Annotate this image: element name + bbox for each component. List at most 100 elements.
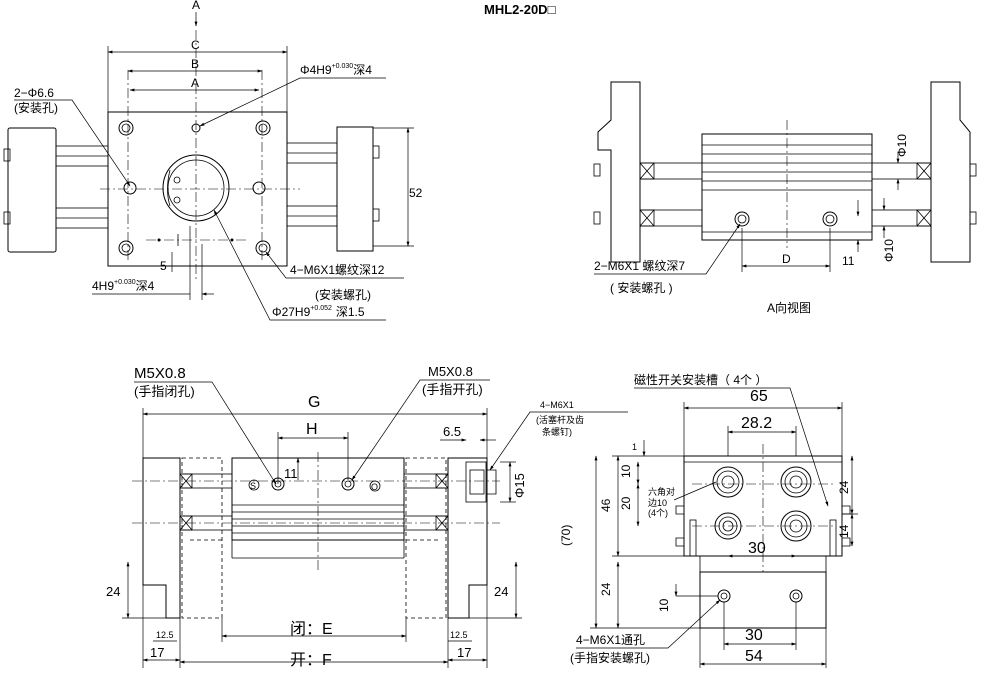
sensor-slot-leader bbox=[634, 387, 829, 507]
dim-a-label: A bbox=[191, 76, 199, 90]
bore-small-hole bbox=[173, 176, 181, 184]
dim-12-5-right: 12.5 bbox=[450, 630, 468, 640]
bore-small-hole bbox=[173, 196, 181, 204]
finger-holes-note: (手指安装螺孔) bbox=[570, 650, 650, 665]
corner-threaded-holes bbox=[118, 120, 271, 256]
left-jaw bbox=[7, 127, 57, 253]
dim-h-label: H bbox=[306, 421, 318, 438]
port-open bbox=[341, 477, 355, 491]
dim-11-label: 11 bbox=[284, 466, 298, 481]
jaw-screw bbox=[969, 163, 977, 177]
sensor-slot-label: 磁性开关安装槽（ 4个 ） bbox=[634, 372, 767, 387]
dim-5-label: 5 bbox=[160, 259, 167, 273]
mount-holes-leader bbox=[14, 99, 131, 187]
dim-28-2-label: 28.2 bbox=[741, 415, 772, 432]
open-label: 开：F bbox=[290, 652, 332, 669]
side-view-a: Φ10 Φ10 D 11 2−M6X1 螺纹深7 ( 安装螺孔 ) A向视图 bbox=[593, 81, 977, 315]
mount-hole bbox=[822, 211, 838, 227]
mark-o-circle bbox=[369, 480, 381, 492]
jaw-screw bbox=[593, 163, 601, 177]
piston-screw-label: 4−M6X1 bbox=[540, 400, 574, 410]
center-bore-inner bbox=[167, 159, 225, 217]
end-ports bbox=[712, 466, 812, 542]
dim-g-label: G bbox=[308, 394, 320, 411]
jaw-hidden-right bbox=[405, 457, 447, 619]
dim-d-label: D bbox=[782, 252, 791, 266]
dim-c-label: C bbox=[191, 38, 200, 52]
jaw-hidden-left bbox=[181, 457, 223, 619]
port-left-note: (手指闭孔) bbox=[134, 384, 195, 399]
dim-11-label: 11 bbox=[842, 254, 855, 268]
hex-note3: (4个) bbox=[648, 508, 668, 518]
rod-lower-left bbox=[639, 209, 703, 227]
dim-24-right-label: 24 bbox=[837, 480, 851, 494]
rod-nuts bbox=[179, 473, 449, 531]
thread-note: 2−M6X1 螺纹深7 bbox=[594, 259, 685, 273]
dim-24-left-label: 24 bbox=[599, 582, 613, 596]
mark-s: S bbox=[250, 481, 256, 491]
dim-20-label: 20 bbox=[619, 496, 633, 510]
dim-12-5-left: 12.5 bbox=[156, 630, 174, 640]
slot-dot bbox=[230, 238, 234, 242]
rod-upper-right bbox=[871, 162, 932, 180]
sensor-slot bbox=[842, 537, 851, 547]
front-view: M5X0.8 (手指闭孔) M5X0.8 (手指开孔) G H 6.5 4−M6… bbox=[106, 364, 628, 669]
dim-14-label: 14 bbox=[837, 524, 851, 538]
mount-hole bbox=[734, 211, 750, 227]
drawing-title: MHL2-20D□ bbox=[484, 2, 556, 17]
dim-24-right: 24 bbox=[494, 584, 508, 599]
dim-54-label: 54 bbox=[745, 648, 763, 665]
slot-dot bbox=[157, 238, 161, 242]
finger-holes-label: 4−M6X1通孔 bbox=[576, 633, 645, 647]
pin-hole-spec: Φ4H9+0.030深4 bbox=[300, 63, 372, 77]
rod-nuts bbox=[639, 162, 932, 227]
jaw-screw bbox=[969, 211, 977, 225]
hex-note2: 边10 bbox=[648, 498, 667, 508]
finger-holes-leader bbox=[576, 599, 721, 649]
dim-30-upper: 30 bbox=[748, 540, 766, 557]
mount-hole-left bbox=[123, 181, 137, 195]
dim-70-label: (70) bbox=[559, 525, 573, 546]
dim-6-5-label: 6.5 bbox=[443, 424, 461, 439]
port-right-leader bbox=[351, 379, 490, 481]
dim-46-label: 46 bbox=[599, 498, 613, 512]
end-view: 磁性开关安装槽（ 4个 ） 65 28.2 bbox=[559, 372, 858, 668]
rod-upper-left bbox=[639, 162, 703, 180]
thread-holes-note: (安装螺孔) bbox=[315, 287, 371, 302]
dim-24-left: 24 bbox=[106, 584, 120, 599]
bore-leader bbox=[213, 209, 386, 321]
hex-note1: 六角对 bbox=[648, 486, 675, 497]
port-right-label: M5X0.8 bbox=[428, 364, 473, 379]
jaw-screw bbox=[372, 208, 380, 222]
dia-10-top: Φ10 bbox=[895, 134, 909, 157]
thread-holes-spec: 4−M6X1螺纹深12 bbox=[290, 263, 385, 277]
piston-screw-note2: 条螺钉) bbox=[542, 426, 572, 437]
dim-17-left: 17 bbox=[150, 645, 164, 660]
left-jaw bbox=[142, 457, 181, 619]
piston-screw-leader bbox=[489, 411, 628, 471]
jaw-screw bbox=[3, 148, 11, 162]
piston-screw-note1: (活塞杆及齿 bbox=[536, 414, 584, 425]
mount-hole-right bbox=[252, 181, 266, 195]
mark-o: O bbox=[371, 482, 378, 492]
port-right-note: (手指开孔) bbox=[422, 382, 483, 397]
dim-10b-label: 10 bbox=[657, 598, 671, 612]
port-left-leader bbox=[134, 381, 277, 485]
piston-stud bbox=[465, 461, 487, 503]
mark-s-circle bbox=[248, 479, 260, 491]
dim-10a-label: 10 bbox=[619, 464, 633, 478]
slot-spec: 4H9+0.030深4 bbox=[92, 279, 155, 293]
dia-10-bottom: Φ10 bbox=[882, 239, 896, 262]
left-jaw bbox=[597, 81, 641, 263]
dim-b-label: B bbox=[191, 57, 199, 71]
right-jaw bbox=[336, 126, 374, 252]
thread-note-sub: ( 安装螺孔 ) bbox=[610, 280, 673, 295]
dim-30-lower: 30 bbox=[745, 627, 763, 644]
dim-17-right: 17 bbox=[457, 645, 471, 660]
port-close bbox=[271, 477, 285, 491]
dim-phi15-label: Φ15 bbox=[512, 473, 527, 498]
view-arrow-label: A bbox=[192, 0, 200, 12]
